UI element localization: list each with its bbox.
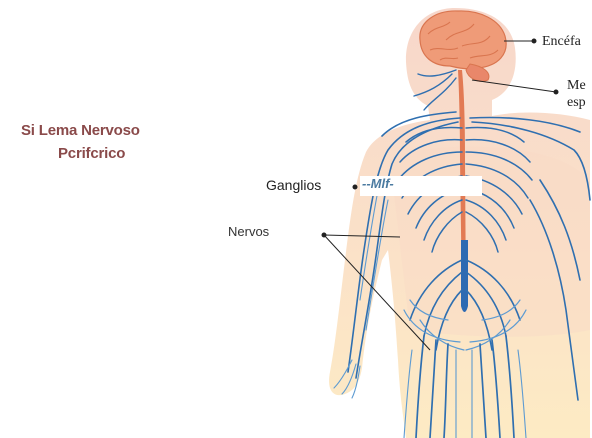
title-line-2: Pcrifcrico [58,145,125,162]
medula-label-line-2: esp [567,95,586,111]
encefalo-label: Encéfa [542,34,581,50]
nervos-label: Nervos [228,224,269,239]
ganglios-annotation: --Mlf- [362,176,394,191]
ganglios-pointer [353,185,357,189]
medula-label-line-1: Me [567,78,586,94]
title-line-1: Si Lema Nervoso [21,122,140,139]
ganglios-label: Ganglios [266,177,321,193]
